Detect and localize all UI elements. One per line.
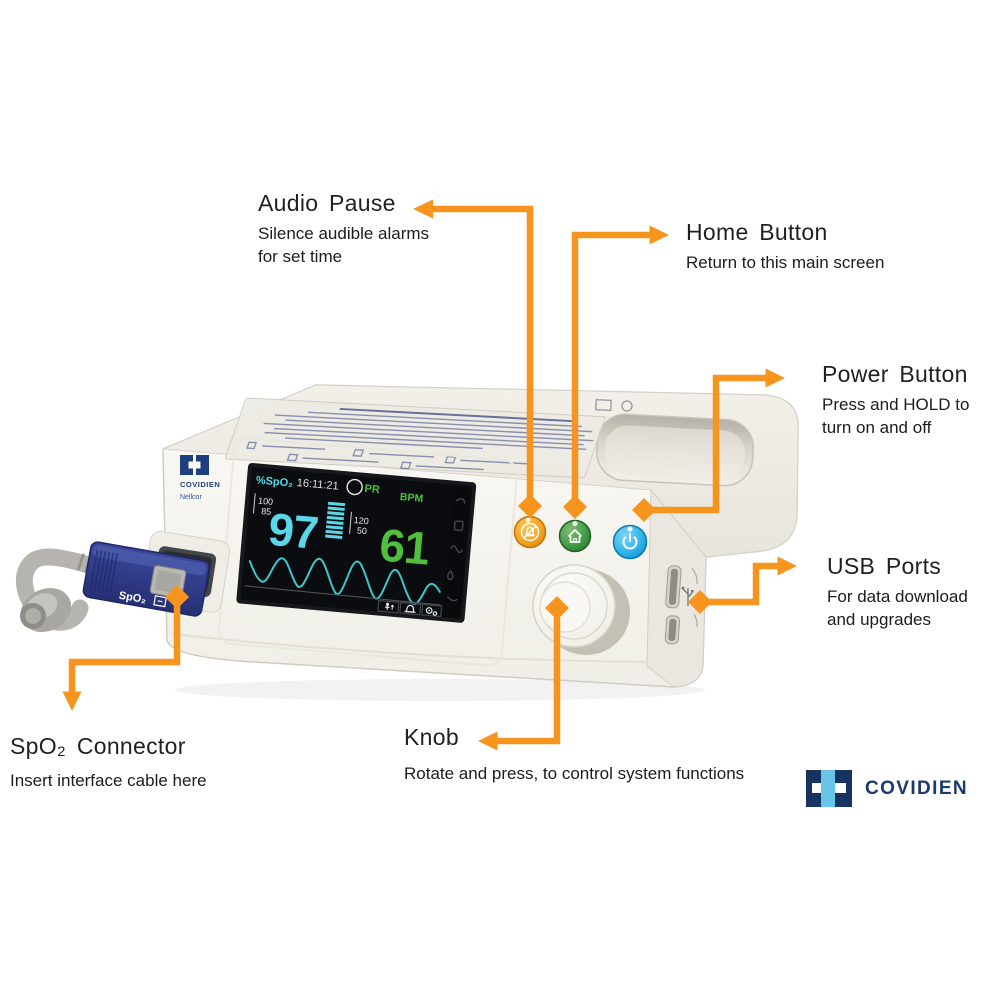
bell-slash-icon [520,522,540,542]
monitor-screen: %SpO₂ 16:11:21 PR BPM 100 85 97 120 50 6… [236,463,477,623]
screen-divider [244,585,441,606]
usb-ports-description: For data download and upgrades [827,587,968,629]
home-button-description: Return to this main screen [686,253,885,273]
pleth-waveform [248,557,441,605]
diamond [545,596,569,620]
covidien-logo-mark [806,770,852,807]
power-button-annotation: Power Button Press and HOLD to turn on a… [822,361,980,439]
covidien-logo-text: COVIDIEN [865,777,969,799]
home-button-annotation: Home Button Return to this main screen [686,219,926,275]
arrowhead [478,731,498,751]
diamond [165,585,189,609]
knob-description: Rotate and press, to control system func… [404,764,745,784]
spo2-connector-title: SpO₂ Connector [10,733,186,759]
audio-pause-title: Audio Pause [258,190,396,216]
signal-strength-bars [325,501,346,540]
alarm-bell-icon [404,604,416,613]
patient-icon [385,602,395,610]
usb-ports-title: USB Ports [827,553,942,579]
covidien-footer-logo: COVIDIEN [806,770,968,807]
spo2-connector-leader [62,585,189,711]
diamond [632,498,656,522]
spo2-cable [15,548,129,632]
home-button [558,519,592,553]
audio-pause-annotation: Audio Pause Silence audible alarms for s… [258,190,430,268]
arrowhead [413,199,433,219]
spo2-connector-annotation: SpO₂ Connector Insert interface cable he… [10,733,270,793]
home-button-leader [563,225,669,519]
spo2-limit-low: 85 [261,506,272,517]
settings-gear-icon [425,607,438,616]
audio-pause-description: Silence audible alarms for set time [258,224,430,266]
pr-limit-bracket [349,511,352,534]
rotary-knob [532,564,630,655]
top-certification-marks [595,398,633,412]
device-brand-logo: COVIDIEN Nellcor [180,455,220,501]
power-button-description: Press and HOLD to turn on and off [822,395,970,437]
usb-ports [664,565,682,645]
pr-limit-low: 50 [356,525,367,536]
device-brand-name: COVIDIEN [180,480,220,489]
pulse-beat-icon [346,478,363,496]
knob-title: Knob [404,724,459,750]
screen-bpm-label: BPM [399,491,424,505]
pr-limit-high: 120 [353,515,369,526]
power-icon [622,533,638,550]
device-shadow [175,679,705,701]
knob-annotation: Knob Rotate and press, to control system… [404,724,804,786]
home-button-title: Home Button [686,219,828,245]
diamond [563,495,587,519]
softkey-glyphs [446,498,466,602]
diamond [518,494,542,518]
diamond [688,590,712,614]
spo2-port-label: SpO₂ [118,590,147,607]
arrowhead [62,691,82,711]
audio-pause-leader [413,199,542,518]
screen-time: 16:11:21 [296,477,339,493]
power-button-leader [632,368,785,522]
spo2-limit-bracket [252,493,256,514]
spo2-connector-description: Insert interface cable here [10,771,207,791]
spo2-value: 97 [266,503,320,559]
arrowhead [765,368,785,388]
top-reference-label [225,397,606,479]
screen-spo2-label: %SpO₂ [255,474,293,489]
usb-symbol-icon [681,567,698,628]
device-brand-model: Nellcor [180,494,202,501]
power-button-title: Power Button [822,361,968,387]
home-icon [567,528,583,543]
knob-leader [478,596,569,751]
power-button [612,524,648,560]
arrowhead [777,556,797,576]
usb-ports-leader [688,556,797,614]
bpm-value: 61 [377,519,431,575]
screen-status-icons [377,599,443,618]
screen-plate-outline [218,437,518,667]
spo2-limit-high: 100 [258,496,274,507]
usb-ports-annotation: USB Ports For data download and upgrades [827,553,997,631]
arrowhead [649,225,669,245]
front-seam [171,633,647,663]
screen-pr-label: PR [364,483,380,496]
